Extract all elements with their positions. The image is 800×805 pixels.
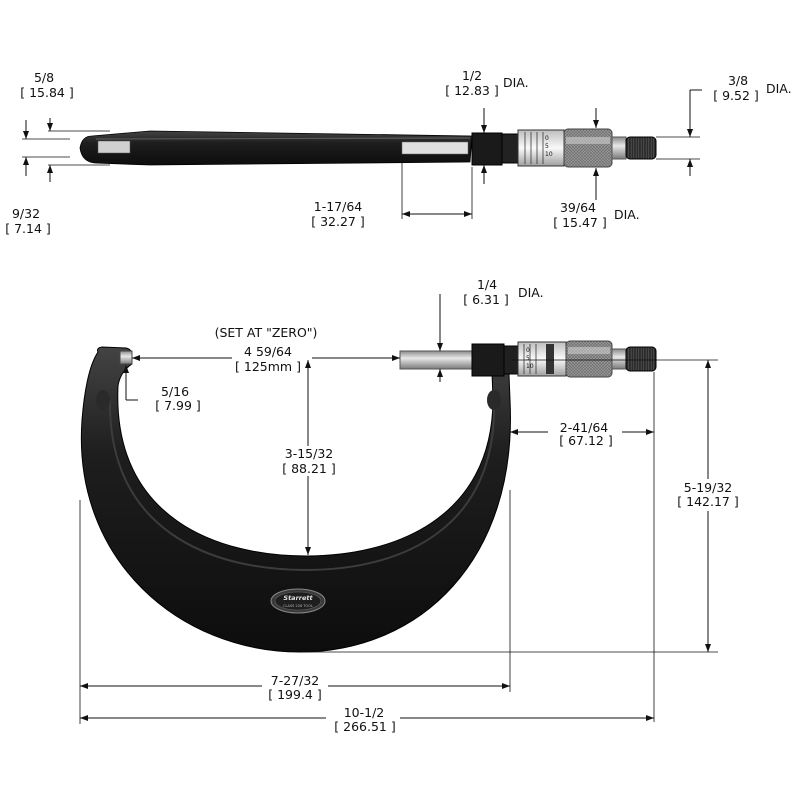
c-frame-inner-rim <box>108 399 496 572</box>
dim-throat-depth-mm: [ 88.21 ] <box>282 461 336 476</box>
dim-overall-height-mm: [ 142.17 ] <box>677 494 738 509</box>
front-brand-plate <box>546 344 554 374</box>
front-thimble-ticks <box>523 344 537 374</box>
dim-overall-length: 10-1/2 [ 266.51 ] <box>80 705 654 734</box>
dim-sleeve-dia-label: DIA. <box>503 75 529 90</box>
dim-frame-width: 7-27/32 [ 199.4 ] <box>79 490 511 724</box>
dim-top-width-mm: [ 15.84 ] <box>20 85 74 100</box>
dim-ratchet-dia: 3/8 [ 9.52 ] DIA. <box>656 73 792 176</box>
front-collar <box>471 343 505 377</box>
dim-spindle-dia-mm: [ 6.31 ] <box>463 292 509 307</box>
top-thimble-ticks <box>524 132 544 164</box>
dim-opening: 4 59/64 [ 125mm ] <box>132 344 400 374</box>
top-thimble-mark-1: 5 <box>545 143 549 150</box>
dim-anvil: 5/16 [ 7.99 ] <box>123 365 201 413</box>
dim-throat-depth-frac: 3-15/32 <box>285 446 334 461</box>
front-thimble-mark-2: 10 <box>526 363 534 370</box>
top-ratchet-neck <box>611 136 627 160</box>
set-zero-note: (SET AT "ZERO") <box>215 325 318 340</box>
top-thimble-knurl <box>563 128 613 168</box>
dim-thimble-dia-frac: 39/64 <box>560 200 596 215</box>
dim-sleeve-dia-mm: [ 12.83 ] <box>445 83 499 98</box>
dim-sleeve-dia-frac: 1/2 <box>462 68 482 83</box>
top-thimble-scale <box>517 129 565 167</box>
front-thimble-mark-1: 5 <box>526 355 530 362</box>
front-ratchet <box>625 346 657 372</box>
top-frame-highlight <box>95 137 471 140</box>
front-thimble-mark-0: 0 <box>526 347 530 354</box>
top-frame-insert-left <box>97 140 131 154</box>
top-sleeve <box>501 133 521 164</box>
dim-boss-length: 1-17/64 [ 32.27 ] <box>311 155 473 229</box>
dim-overall-height: 5-19/32 [ 142.17 ] <box>300 359 744 653</box>
front-thimble-knurl <box>565 340 613 378</box>
brand-name: Starrett <box>283 594 313 602</box>
dim-opening-frac: 4 59/64 <box>244 344 292 359</box>
dim-boss-length-frac: 1-17/64 <box>314 199 363 214</box>
dim-opening-mm: [ 125mm ] <box>235 359 301 374</box>
top-thimble-mark-2: 10 <box>545 151 553 158</box>
front-thimble-knurl-shine <box>568 347 610 354</box>
dim-frame-width-frac: 7-27/32 <box>271 673 320 688</box>
dim-boss-length-mm: [ 32.27 ] <box>311 214 365 229</box>
dim-frame-width-mm: [ 199.4 ] <box>268 687 322 702</box>
dim-thimble-dia-mm: [ 15.47 ] <box>553 215 607 230</box>
dim-top-thickness: 9/32 [ 7.14 ] <box>5 120 70 236</box>
dim-thimble-dia-label: DIA. <box>614 207 640 222</box>
dim-head-length-frac: 2-41/64 <box>560 420 609 435</box>
dim-anvil-frac: 5/16 <box>161 384 189 399</box>
dim-top-width: 5/8 [ 15.84 ] <box>20 70 110 182</box>
top-view: 0 5 10 5/8 [ 15.84 ] 9/32 <box>5 68 791 236</box>
dim-anvil-mm: [ 7.99 ] <box>155 398 201 413</box>
dim-thimble-dia: 39/64 [ 15.47 ] DIA. <box>553 108 640 230</box>
dim-head-length-mm: [ 67.12 ] <box>559 433 613 448</box>
front-view: 0 5 10 Starrett CLASS 226 TOOL 1/4 [ 6.3… <box>79 277 744 734</box>
c-frame-left-dimple <box>96 390 110 410</box>
dim-spindle-dia-label: DIA. <box>518 285 544 300</box>
top-frame-insert-right <box>401 141 469 155</box>
front-thimble-scale <box>517 341 567 377</box>
anvil <box>119 350 133 365</box>
dim-throat-depth: 3-15/32 [ 88.21 ] <box>278 360 340 555</box>
brand-subtitle: CLASS 226 TOOL <box>283 604 313 608</box>
top-ratchet <box>625 136 657 160</box>
dim-spindle-dia-frac: 1/4 <box>477 277 497 292</box>
dim-overall-length-frac: 10-1/2 <box>344 705 385 720</box>
dim-spindle-dia: 1/4 [ 6.31 ] DIA. <box>437 277 544 382</box>
dim-top-width-frac: 5/8 <box>34 70 54 85</box>
brand-badge: Starrett CLASS 226 TOOL <box>270 588 326 614</box>
top-frame-bar <box>79 130 473 166</box>
dim-overall-length-mm: [ 266.51 ] <box>334 719 395 734</box>
dim-ratchet-dia-frac: 3/8 <box>728 73 748 88</box>
dim-ratchet-dia-label: DIA. <box>766 81 792 96</box>
dim-ratchet-dia-mm: [ 9.52 ] <box>713 88 759 103</box>
dim-top-thickness-mm: [ 7.14 ] <box>5 221 51 236</box>
dim-overall-height-frac: 5-19/32 <box>684 480 733 495</box>
top-collar <box>471 132 503 166</box>
dim-sleeve-dia: 1/2 [ 12.83 ] DIA. <box>445 68 529 184</box>
front-ratchet-neck <box>611 348 627 370</box>
dim-top-thickness-frac: 9/32 <box>12 206 40 221</box>
dim-head-length: 2-41/64 [ 67.12 ] <box>510 372 655 722</box>
top-thimble-knurl-shine <box>566 137 610 144</box>
c-frame-right-dimple <box>487 390 501 410</box>
spindle <box>399 350 473 370</box>
top-thimble-mark-0: 0 <box>545 135 549 142</box>
